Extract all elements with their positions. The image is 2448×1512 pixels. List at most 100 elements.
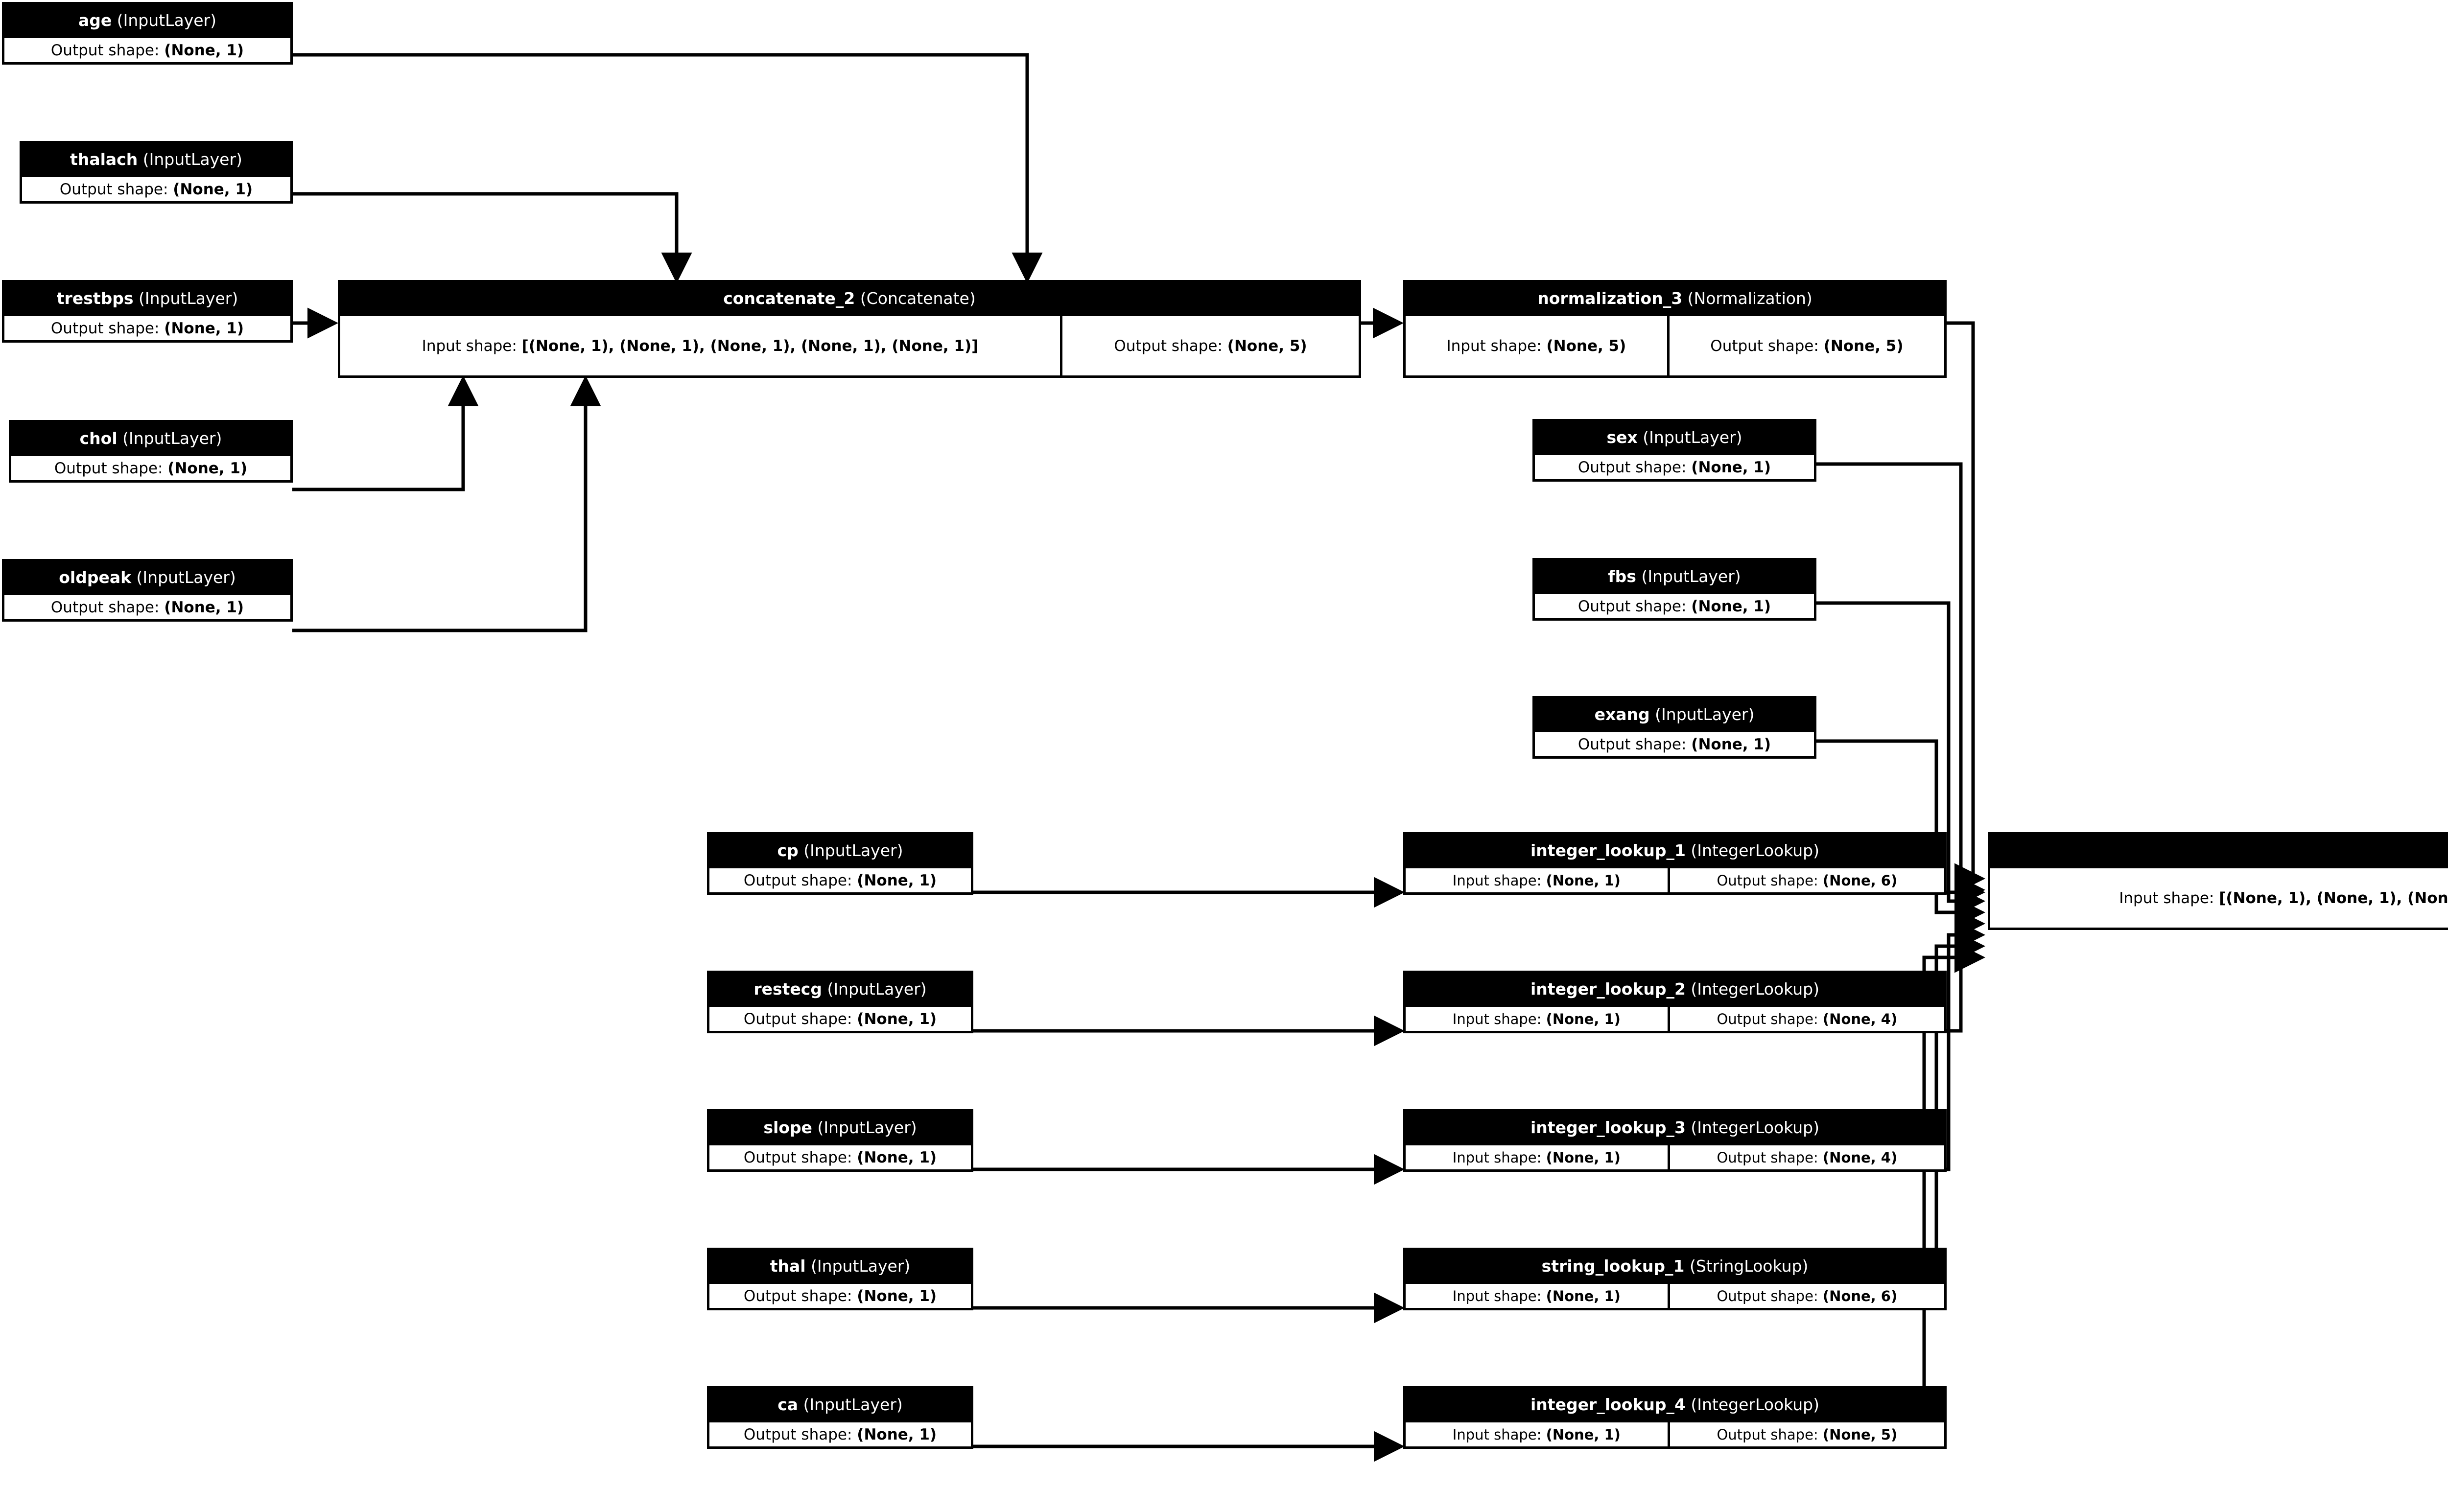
node-concatenate-3-title: concatenate_3 (Concatenate) xyxy=(1990,835,2448,866)
node-fbs-type: (InputLayer) xyxy=(1641,566,1741,586)
node-ca-output-value: (None, 1) xyxy=(857,1425,937,1443)
output-shape-label: Output shape: xyxy=(1717,1149,1818,1166)
edge-chol-to-concatenate2 xyxy=(292,375,479,491)
input-shape-label: Input shape: xyxy=(2119,889,2214,907)
output-shape-label: Output shape: xyxy=(50,41,160,59)
node-string-lookup-1-output-cell: Output shape: (None, 6) xyxy=(1667,1284,1945,1308)
node-oldpeak-name: oldpeak xyxy=(59,567,132,587)
node-age-title: age (InputLayer) xyxy=(4,4,290,36)
node-chol-output-value: (None, 1) xyxy=(167,459,248,477)
node-thal-title: thal (InputLayer) xyxy=(709,1250,971,1281)
input-shape-label: Input shape: xyxy=(1452,1010,1542,1027)
node-age[interactable]: age (InputLayer) Output shape: (None, 1) xyxy=(2,2,293,65)
node-thal-name: thal xyxy=(770,1256,806,1276)
output-shape-label: Output shape: xyxy=(743,871,852,889)
node-concatenate-3-input-value: [(None, 1), (None, 1), (None, 1), (None,… xyxy=(2219,889,2448,907)
node-slope[interactable]: slope (InputLayer) Output shape: (None, … xyxy=(707,1109,973,1172)
node-concatenate-3[interactable]: concatenate_3 (Concatenate) Input shape:… xyxy=(1988,832,2448,930)
node-integer-lookup-2-type: (IntegerLookup) xyxy=(1691,979,1820,999)
node-string-lookup-1[interactable]: string_lookup_1 (StringLookup) Input sha… xyxy=(1403,1248,1947,1310)
node-concatenate-2[interactable]: concatenate_2 (Concatenate) Input shape:… xyxy=(338,280,1361,378)
node-chol-title: chol (InputLayer) xyxy=(11,422,290,454)
node-trestbps-output-value: (None, 1) xyxy=(164,319,244,337)
node-integer-lookup-4-input-cell: Input shape: (None, 1) xyxy=(1406,1422,1668,1446)
node-thalach-type: (InputLayer) xyxy=(142,149,242,169)
output-shape-label: Output shape: xyxy=(1717,1287,1818,1304)
node-exang-name: exang xyxy=(1594,704,1650,724)
edge-normalization3-to-concatenate3 xyxy=(1947,321,1985,894)
node-integer-lookup-1-output-cell: Output shape: (None, 6) xyxy=(1667,868,1945,892)
node-concatenate-2-input-value: [(None, 1), (None, 1), (None, 1), (None,… xyxy=(521,337,979,355)
node-normalization-3-title: normalization_3 (Normalization) xyxy=(1406,282,1944,314)
node-fbs-title: fbs (InputLayer) xyxy=(1535,560,1814,592)
node-cp-output-value: (None, 1) xyxy=(857,871,937,889)
node-integer-lookup-4[interactable]: integer_lookup_4 (IntegerLookup) Input s… xyxy=(1403,1386,1947,1449)
node-chol-type: (InputLayer) xyxy=(122,428,222,448)
node-integer-lookup-2[interactable]: integer_lookup_2 (IntegerLookup) Input s… xyxy=(1403,971,1947,1033)
node-integer-lookup-3-output-cell: Output shape: (None, 4) xyxy=(1667,1145,1945,1169)
node-exang[interactable]: exang (InputLayer) Output shape: (None, … xyxy=(1532,696,1816,759)
node-integer-lookup-4-input-value: (None, 1) xyxy=(1546,1426,1621,1443)
output-shape-label: Output shape: xyxy=(50,319,160,337)
node-oldpeak[interactable]: oldpeak (InputLayer) Output shape: (None… xyxy=(2,559,293,622)
node-cp-name: cp xyxy=(777,840,799,860)
node-string-lookup-1-output-value: (None, 6) xyxy=(1822,1287,1898,1304)
edge-oldpeak-to-concatenate2 xyxy=(292,375,601,632)
node-oldpeak-output-value: (None, 1) xyxy=(164,598,244,616)
node-integer-lookup-3-input-value: (None, 1) xyxy=(1546,1149,1621,1166)
node-integer-lookup-4-output-value: (None, 5) xyxy=(1822,1426,1898,1443)
node-string-lookup-1-input-cell: Input shape: (None, 1) xyxy=(1406,1284,1668,1308)
node-normalization-3[interactable]: normalization_3 (Normalization) Input sh… xyxy=(1403,280,1947,378)
node-integer-lookup-4-output-cell: Output shape: (None, 5) xyxy=(1667,1422,1945,1446)
node-fbs[interactable]: fbs (InputLayer) Output shape: (None, 1) xyxy=(1532,558,1816,621)
node-concatenate-2-output-value: (None, 5) xyxy=(1227,337,1307,355)
node-normalization-3-input-value: (None, 5) xyxy=(1546,337,1626,355)
node-ca-output-cell: Output shape: (None, 1) xyxy=(709,1422,971,1446)
node-integer-lookup-2-name: integer_lookup_2 xyxy=(1530,979,1686,999)
node-restecg-output-value: (None, 1) xyxy=(857,1010,937,1028)
node-trestbps-type: (InputLayer) xyxy=(139,288,238,308)
node-slope-title: slope (InputLayer) xyxy=(709,1112,971,1143)
node-integer-lookup-3-input-cell: Input shape: (None, 1) xyxy=(1406,1145,1668,1169)
node-cp[interactable]: cp (InputLayer) Output shape: (None, 1) xyxy=(707,832,973,895)
node-thalach-name: thalach xyxy=(70,149,138,169)
node-integer-lookup-1[interactable]: integer_lookup_1 (IntegerLookup) Input s… xyxy=(1403,832,1947,895)
node-thal-output-cell: Output shape: (None, 1) xyxy=(709,1284,971,1308)
node-ca[interactable]: ca (InputLayer) Output shape: (None, 1) xyxy=(707,1386,973,1449)
output-shape-label: Output shape: xyxy=(743,1425,852,1443)
node-exang-type: (InputLayer) xyxy=(1655,704,1755,724)
node-thalach-output-cell: Output shape: (None, 1) xyxy=(22,177,290,201)
node-fbs-output-value: (None, 1) xyxy=(1691,597,1771,615)
output-shape-label: Output shape: xyxy=(50,598,160,616)
input-shape-label: Input shape: xyxy=(1446,337,1542,355)
node-concatenate-2-output-cell: Output shape: (None, 5) xyxy=(1060,316,1359,375)
node-integer-lookup-2-output-value: (None, 4) xyxy=(1822,1010,1898,1027)
node-oldpeak-type: (InputLayer) xyxy=(136,567,236,587)
node-slope-output-value: (None, 1) xyxy=(857,1148,937,1166)
node-sex-title: sex (InputLayer) xyxy=(1535,421,1814,453)
node-sex-name: sex xyxy=(1606,427,1638,447)
node-integer-lookup-2-output-cell: Output shape: (None, 4) xyxy=(1667,1007,1945,1031)
node-normalization-3-name: normalization_3 xyxy=(1537,288,1683,308)
input-shape-label: Input shape: xyxy=(1452,872,1542,889)
output-shape-label: Output shape: xyxy=(743,1148,852,1166)
node-exang-output-cell: Output shape: (None, 1) xyxy=(1535,732,1814,756)
node-thal[interactable]: thal (InputLayer) Output shape: (None, 1… xyxy=(707,1248,973,1310)
node-integer-lookup-3[interactable]: integer_lookup_3 (IntegerLookup) Input s… xyxy=(1403,1109,1947,1172)
node-exang-title: exang (InputLayer) xyxy=(1535,698,1814,730)
node-string-lookup-1-input-value: (None, 1) xyxy=(1546,1287,1621,1304)
node-slope-name: slope xyxy=(763,1117,812,1137)
node-thal-type: (InputLayer) xyxy=(811,1256,911,1276)
node-trestbps[interactable]: trestbps (InputLayer) Output shape: (Non… xyxy=(2,280,293,343)
node-sex-output-value: (None, 1) xyxy=(1691,458,1771,476)
node-sex[interactable]: sex (InputLayer) Output shape: (None, 1) xyxy=(1532,419,1816,482)
node-restecg[interactable]: restecg (InputLayer) Output shape: (None… xyxy=(707,971,973,1033)
output-shape-label: Output shape: xyxy=(1710,337,1819,355)
node-thalach[interactable]: thalach (InputLayer) Output shape: (None… xyxy=(20,141,293,204)
node-chol[interactable]: chol (InputLayer) Output shape: (None, 1… xyxy=(9,420,293,483)
node-restecg-output-cell: Output shape: (None, 1) xyxy=(709,1007,971,1031)
node-ca-type: (InputLayer) xyxy=(803,1395,903,1414)
node-integer-lookup-1-input-value: (None, 1) xyxy=(1546,872,1621,889)
